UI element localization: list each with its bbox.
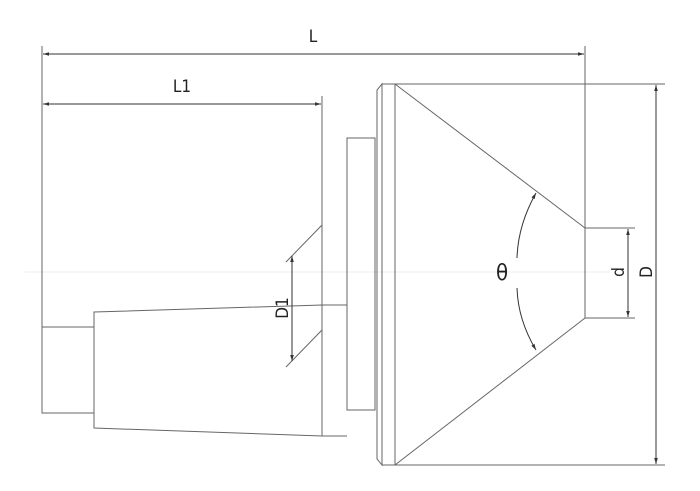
label-L: L (309, 27, 318, 47)
flange-body (346, 137, 376, 411)
label-L1: L1 (173, 77, 191, 97)
head-rim (376, 82, 383, 467)
label-d: d (609, 267, 629, 277)
label-D: D (637, 266, 657, 278)
angle-arc-bottom (516, 287, 537, 351)
cone-edge-bottom (394, 317, 586, 466)
taper-shank (93, 304, 323, 437)
label-D1: D1 (273, 297, 293, 319)
shank-tang (41, 326, 95, 414)
tip (584, 227, 635, 319)
d1-leader-bottom (285, 329, 323, 368)
d1-leader-top (285, 224, 323, 263)
label-theta: θ (496, 261, 508, 286)
angle-arc-top (516, 192, 537, 259)
neck (322, 304, 347, 437)
cone-edge-top (394, 83, 586, 229)
